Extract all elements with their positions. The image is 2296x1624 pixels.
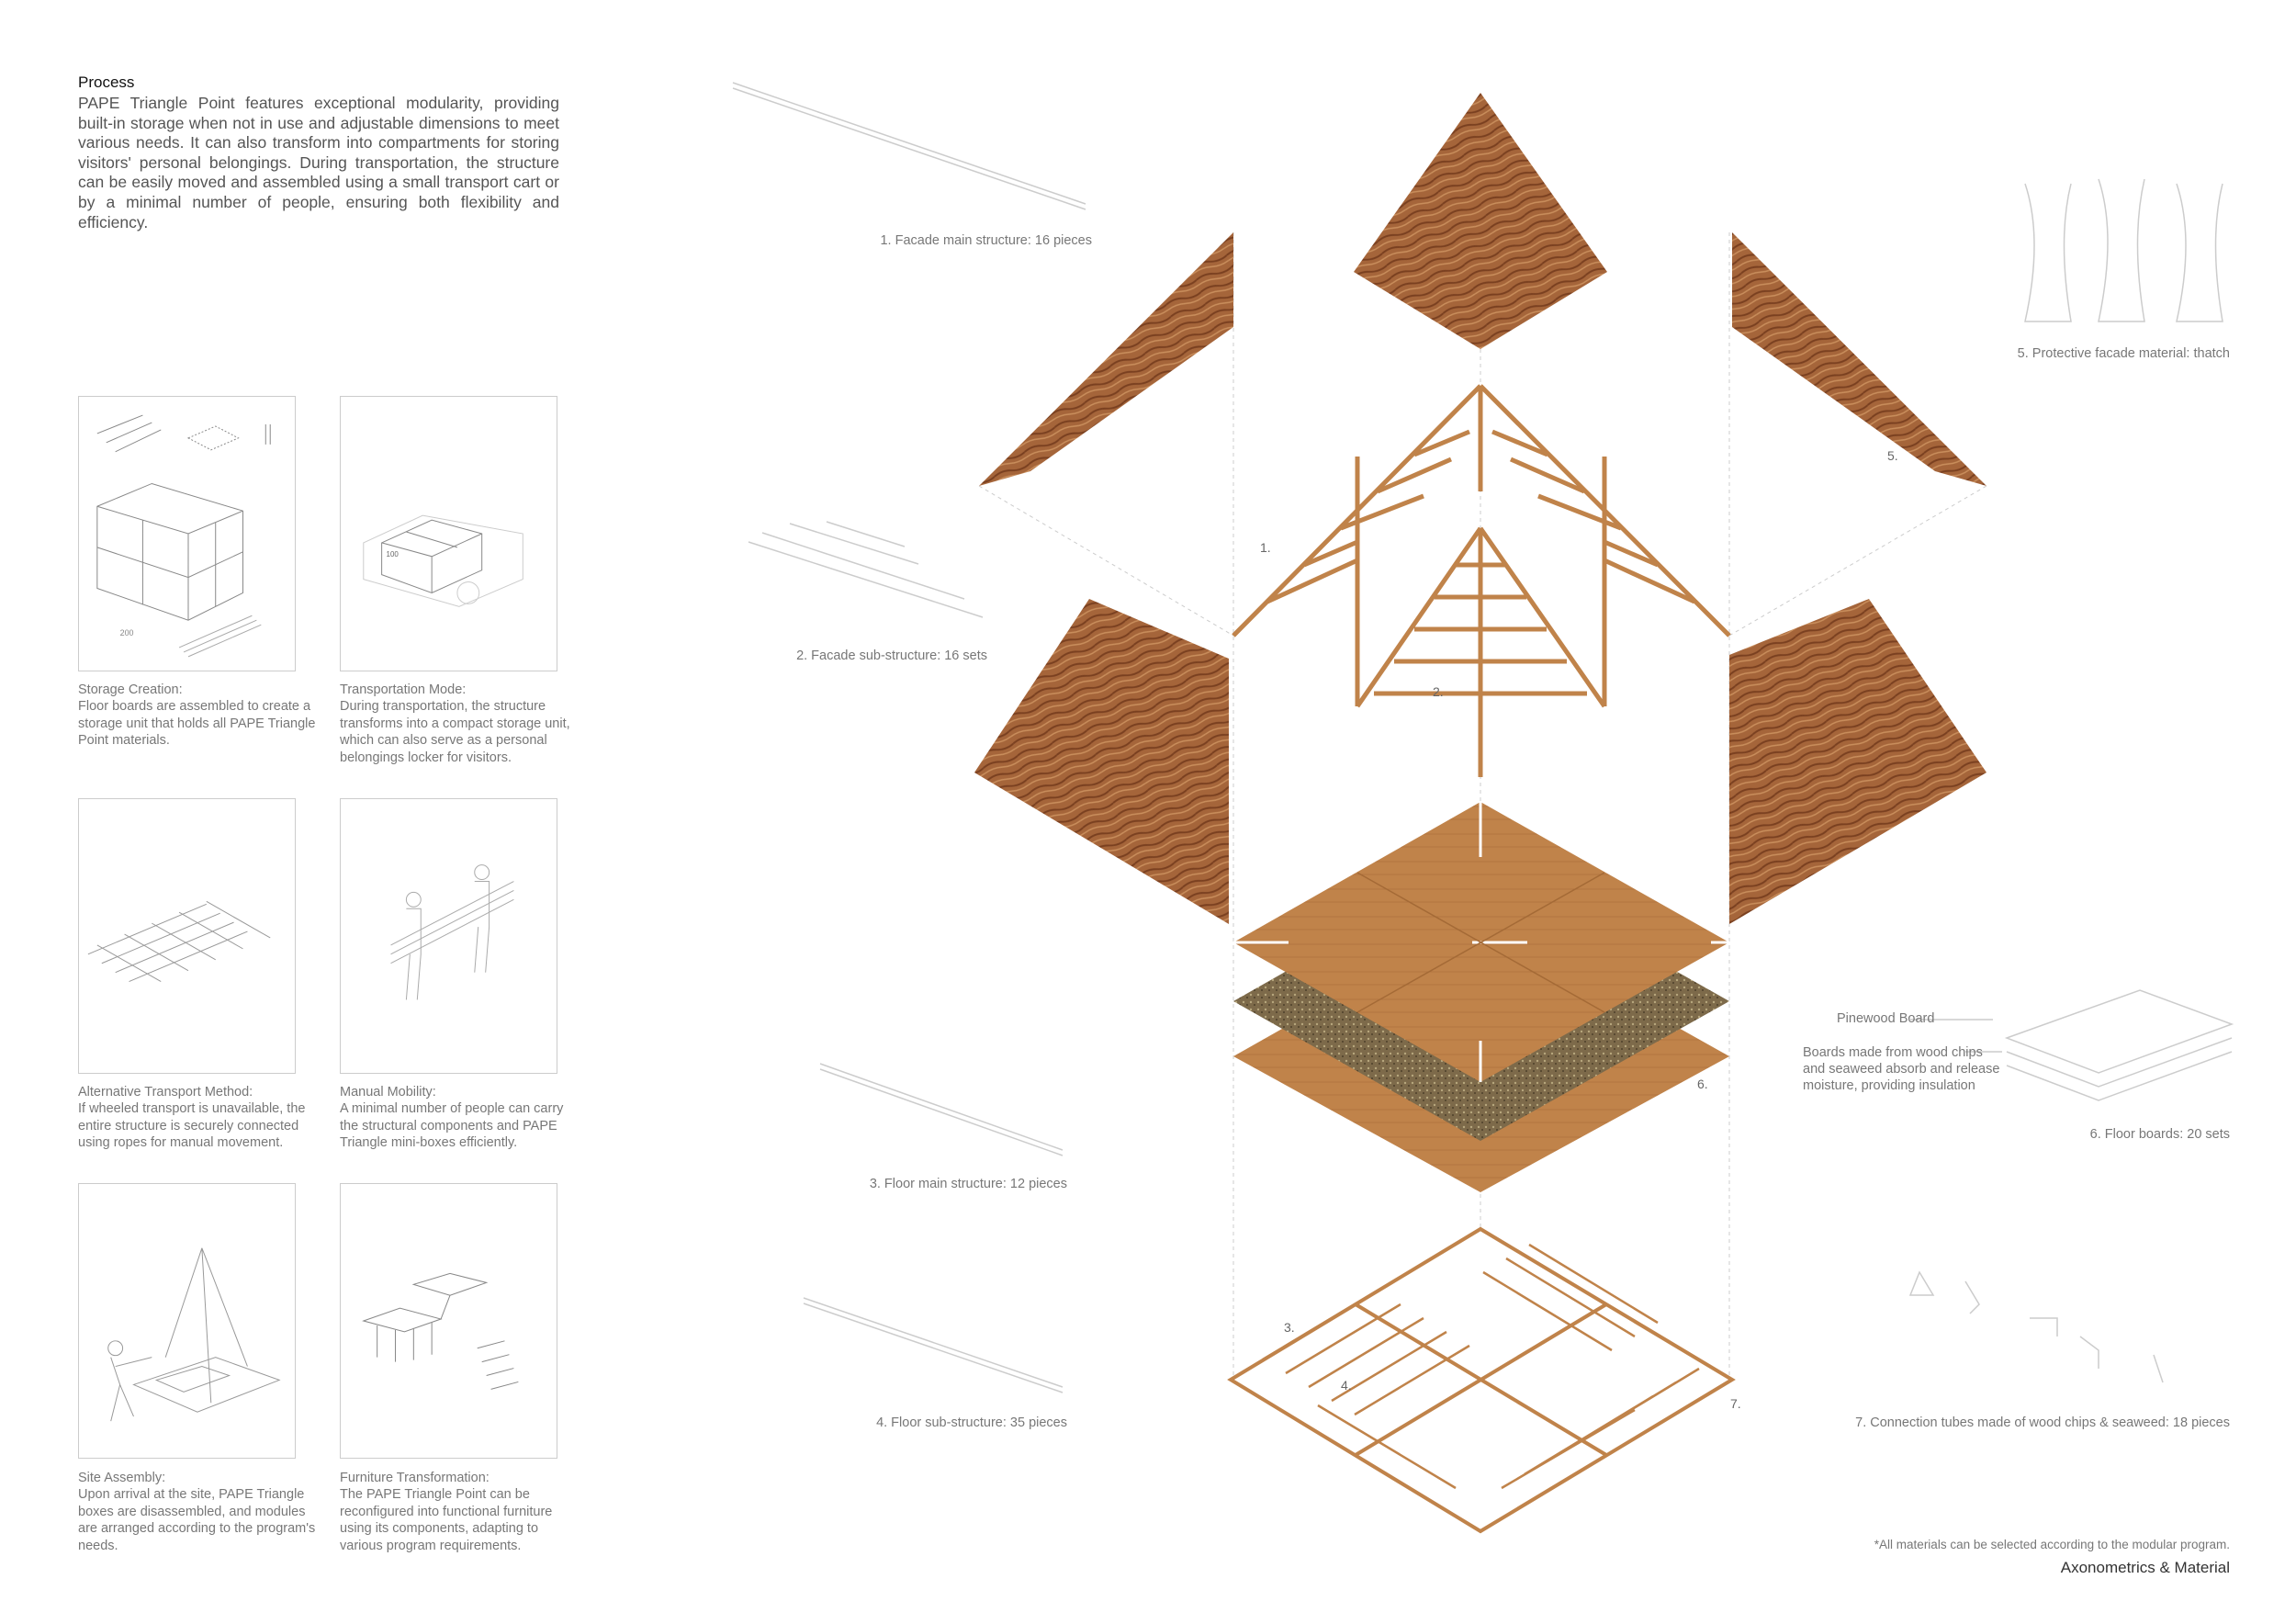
- thatch-panel-upper-left: [979, 232, 1233, 486]
- thatch-curtains-icon: [2024, 178, 2223, 322]
- marker-6: 6.: [1697, 1077, 1708, 1091]
- panel-caption: Alternative Transport Method:If wheeled …: [78, 1085, 306, 1151]
- panel-caption: Transportation Mode:During transportatio…: [340, 682, 570, 765]
- facade-sub-structure-pieces: [748, 521, 984, 618]
- marker-3: 3.: [1284, 1320, 1295, 1335]
- marker-4: 4.: [1341, 1378, 1352, 1393]
- pinewood-board-label: Pinewood Board: [1837, 1011, 1935, 1026]
- label-floor-boards: 6. Floor boards: 20 sets: [2089, 1127, 2230, 1142]
- thatch-panel-upper-right: [1732, 232, 1986, 486]
- label-protective-facade: 5. Protective facade material: thatch: [2017, 346, 2230, 361]
- facade-frame: [1232, 384, 1731, 777]
- floor-sub-structure-piece: [803, 1297, 1064, 1393]
- storage-creation-sketch: 200: [78, 396, 296, 671]
- svg-text:200: 200: [120, 628, 134, 637]
- label-facade-main-structure: 1. Facade main structure: 16 pieces: [880, 233, 1092, 248]
- panel-caption: Site Assembly:Upon arrival at the site, …: [78, 1471, 316, 1553]
- alternative-transport-sketch: [78, 798, 296, 1074]
- process-title: Process: [78, 73, 135, 91]
- transportation-mode-sketch: 100: [340, 396, 557, 671]
- marker-5: 5.: [1887, 448, 1898, 463]
- panel-caption: Furniture Transformation:The PAPE Triang…: [340, 1471, 553, 1553]
- thatch-cap: [1354, 93, 1607, 349]
- connection-tubes-icon: [1908, 1270, 2164, 1383]
- panel-caption: Manual Mobility:A minimal number of peop…: [340, 1085, 564, 1151]
- board-core-label: Boards made from wood chips and seaweed …: [1803, 1045, 2000, 1093]
- marker-7: 7.: [1730, 1396, 1741, 1411]
- manual-mobility-sketch: [340, 798, 557, 1074]
- sheet-title: Axonometrics & Material: [2060, 1559, 2230, 1576]
- label-facade-sub-structure: 2. Facade sub-structure: 16 sets: [796, 648, 987, 663]
- floor-main-structure-piece: [819, 1063, 1064, 1156]
- label-connection-tubes: 7. Connection tubes made of wood chips &…: [1855, 1415, 2230, 1430]
- marker-1: 1.: [1260, 540, 1271, 555]
- label-floor-main-structure: 3. Floor main structure: 12 pieces: [869, 1177, 1067, 1191]
- label-floor-sub-structure: 4. Floor sub-structure: 35 pieces: [876, 1415, 1067, 1430]
- site-assembly-sketch: [78, 1183, 296, 1459]
- facade-main-structure-piece: [732, 82, 1086, 210]
- marker-2: 2.: [1433, 684, 1444, 699]
- thatch-panel-lower-right: [1729, 599, 1986, 924]
- panel-caption: Storage Creation:Floor boards are assemb…: [78, 682, 316, 749]
- floor-frame: [1227, 1226, 1736, 1534]
- floor-board-detail: [1910, 989, 2234, 1101]
- thatch-panel-lower-left: [974, 599, 1229, 924]
- svg-text:100: 100: [387, 550, 400, 558]
- footnote: *All materials can be selected according…: [1874, 1538, 2230, 1551]
- process-description: PAPE Triangle Point features exceptional…: [78, 94, 559, 231]
- furniture-transformation-sketch: [340, 1183, 557, 1459]
